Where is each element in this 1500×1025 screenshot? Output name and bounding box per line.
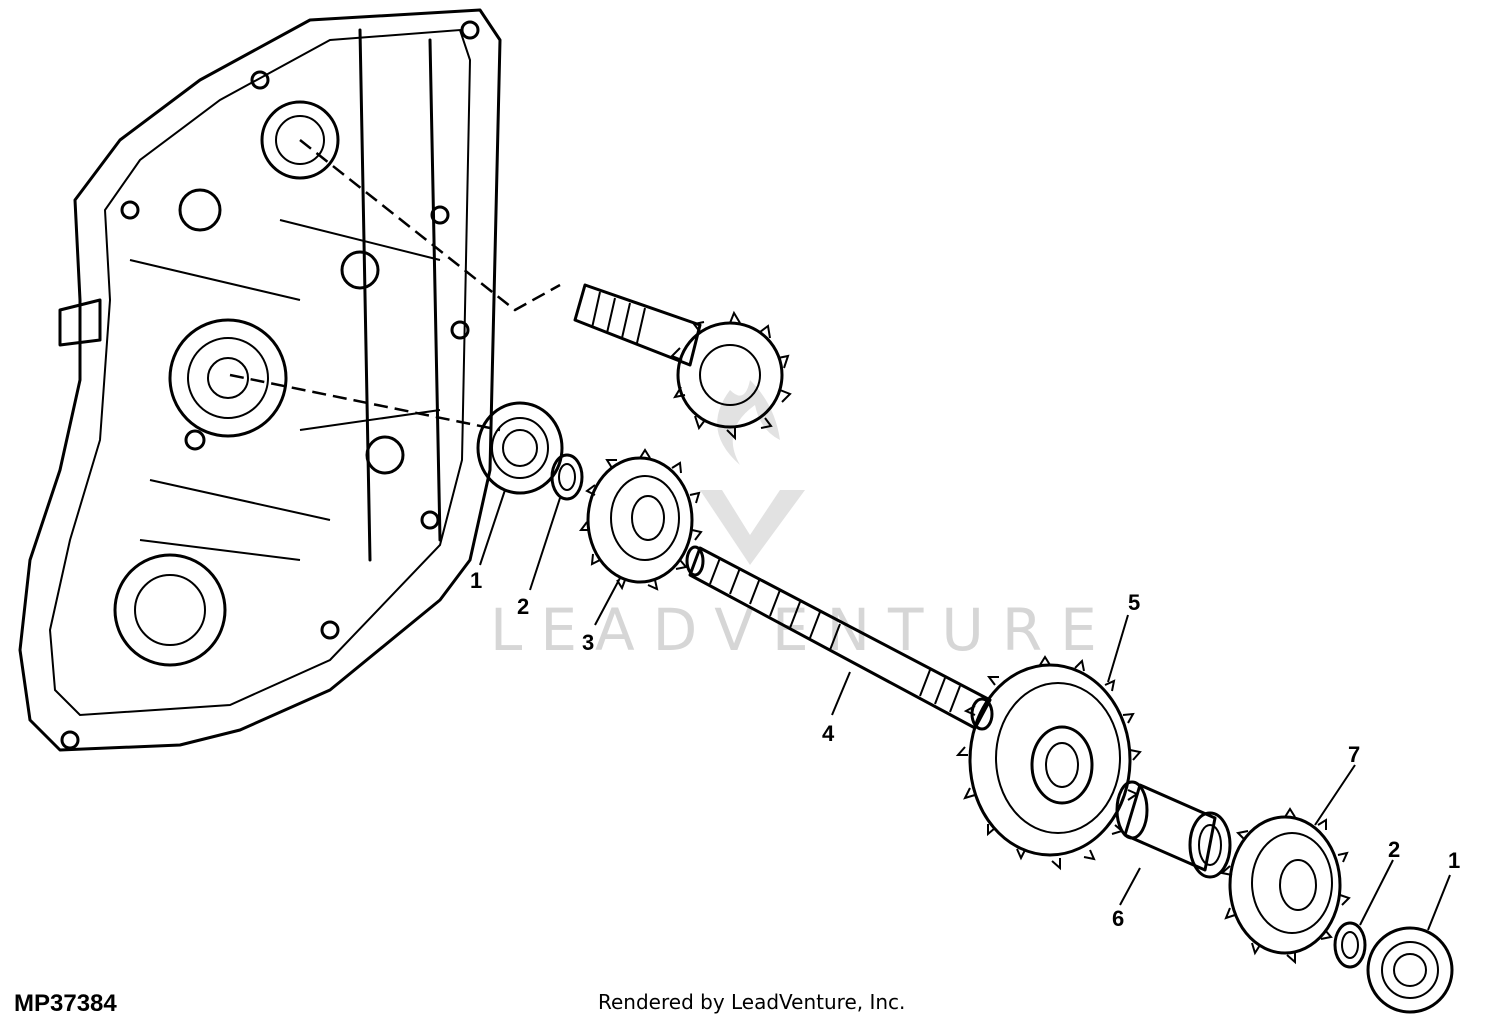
callout-7: 7 <box>1348 742 1360 767</box>
callout-5: 5 <box>1128 590 1140 615</box>
callout-1-left: 1 <box>470 568 482 593</box>
transmission-housing <box>18 8 502 752</box>
bearing-1-right <box>1366 926 1454 1014</box>
callout-2-left: 2 <box>517 594 529 619</box>
assembly-axis-lines <box>229 139 561 432</box>
leadventure-watermark: LEADVENTURE <box>490 380 1097 664</box>
callout-6: 6 <box>1112 906 1124 931</box>
callout-2-right: 2 <box>1388 837 1400 862</box>
washer-2-left <box>550 453 584 501</box>
spacer-6 <box>1115 780 1232 879</box>
gear-5 <box>955 655 1142 871</box>
callout-4: 4 <box>822 721 835 746</box>
render-credit: Rendered by LeadVenture, Inc. <box>598 990 906 1014</box>
upper-gear-shaft <box>573 283 792 441</box>
gear-3 <box>579 448 703 591</box>
callout-1-right: 1 <box>1448 848 1460 873</box>
callout-3: 3 <box>582 630 594 655</box>
figure-id: MP37384 <box>14 990 117 1017</box>
bearing-1-left <box>476 401 564 495</box>
washer-2-right <box>1333 921 1367 969</box>
leader-lines <box>479 489 1451 931</box>
gear-7 <box>1219 807 1351 965</box>
